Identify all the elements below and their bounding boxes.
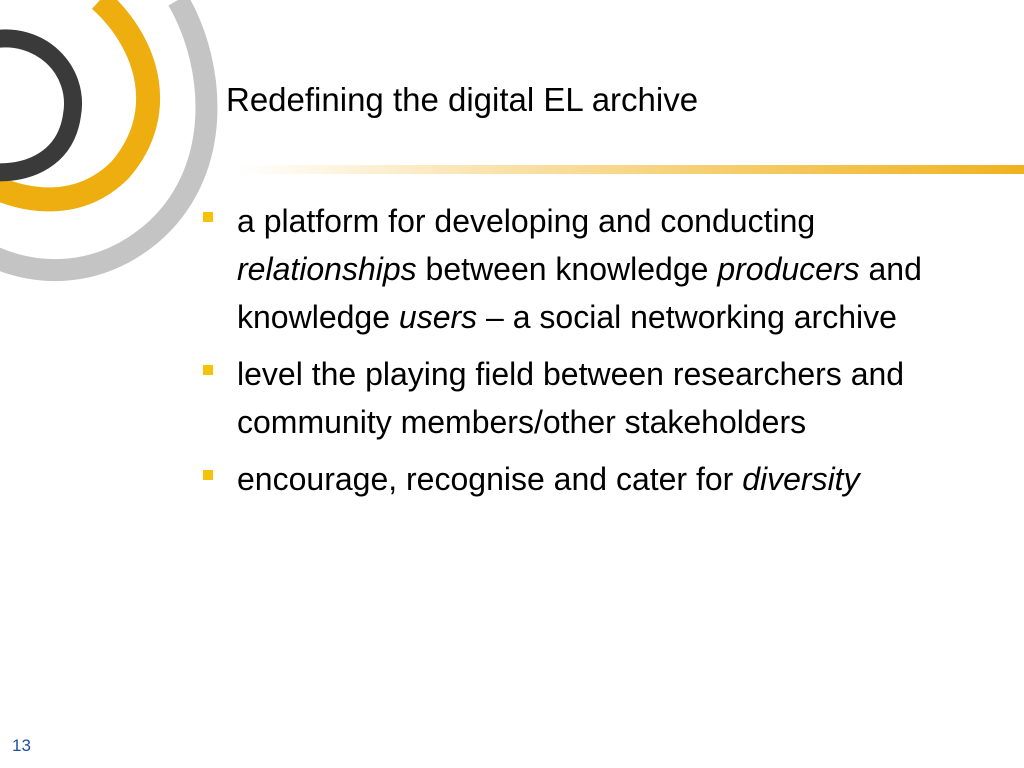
bullet-item: encourage, recognise and cater for diver… xyxy=(200,455,1000,503)
bullet-emphasis-text: producers xyxy=(717,251,860,287)
bullet-item: a platform for developing and conducting… xyxy=(200,197,1000,341)
bullet-marker-icon xyxy=(203,365,213,375)
gray-ring xyxy=(0,0,218,282)
bullet-text: – a social networking archive xyxy=(477,299,897,335)
bullet-marker-icon xyxy=(203,212,213,222)
bullet-list: a platform for developing and conducting… xyxy=(200,197,1000,512)
bullet-text: encourage, recognise and cater for xyxy=(237,461,743,497)
bullet-emphasis-text: users xyxy=(398,299,478,335)
bullet-text: and knowledge xyxy=(237,251,922,335)
bullet-text: between knowledge xyxy=(416,251,718,287)
page-number: 13 xyxy=(12,736,31,755)
yellow-ring xyxy=(0,0,161,212)
bullet-marker-icon xyxy=(203,470,213,480)
decorative-rings-graphic xyxy=(0,0,218,282)
dark-ring xyxy=(0,29,82,182)
bullet-text: level the playing field between research… xyxy=(237,356,905,440)
bullet-text: a platform for developing and conducting xyxy=(237,203,816,239)
title-underline-rule xyxy=(240,165,1024,174)
bullet-emphasis-text: relationships xyxy=(237,251,417,287)
bullet-item: level the playing field between research… xyxy=(200,350,1000,446)
bullet-emphasis-text: diversity xyxy=(742,461,860,497)
slide-title: Redefining the digital EL archive xyxy=(226,81,699,118)
